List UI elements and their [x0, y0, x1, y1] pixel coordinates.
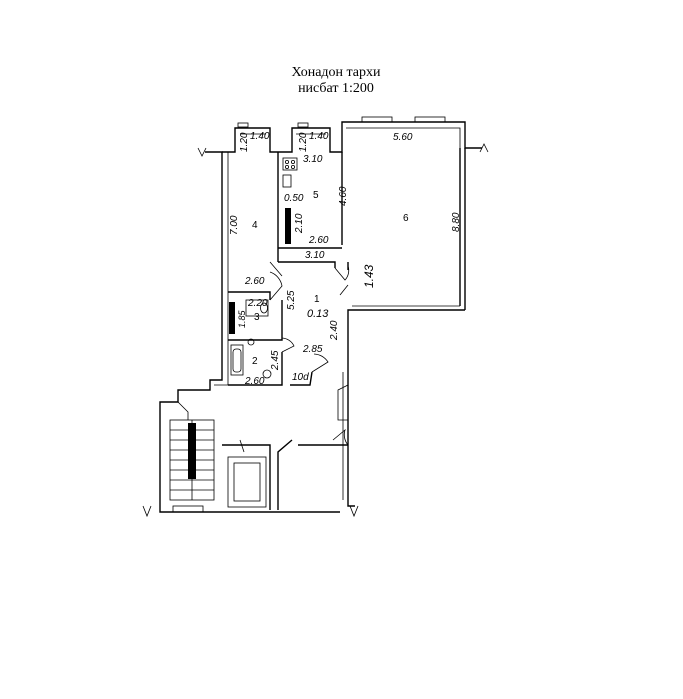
doors	[269, 261, 350, 446]
room-number-1: 1	[314, 294, 320, 305]
dim-label: 3.10	[303, 154, 323, 165]
dim-label: 1.43	[362, 264, 376, 288]
exterior-walls	[142, 116, 489, 518]
fixtures	[169, 157, 298, 501]
dim-label: 2.10	[294, 213, 305, 234]
dim-label: 10d	[292, 372, 309, 383]
dim-label: 7.00	[229, 215, 240, 235]
dim-label: 0.13	[307, 308, 329, 320]
dim-label: 2.45	[270, 350, 281, 371]
room-number-3: 3	[254, 312, 260, 323]
interior-walls	[222, 152, 349, 510]
dim-label: 2.40	[329, 320, 340, 341]
plan-title: Хонадон тархи	[291, 65, 381, 80]
dim-label: 5.60	[393, 132, 413, 143]
room-number-6: 6	[403, 213, 409, 224]
dim-label: 2.60	[244, 276, 265, 287]
dimension-labels: 1.20 1.40 1.20 1.40 5.60 3.10 4.60 8.80 …	[229, 131, 462, 387]
dim-label: 2.60	[308, 235, 329, 246]
dim-label: 1.85	[237, 309, 247, 328]
room-number-5: 5	[313, 190, 319, 201]
plan-scale: нисбат 1:200	[298, 81, 374, 96]
dim-label: 3.10	[305, 250, 325, 261]
room-labels: 1 2 3 4 5 6	[252, 190, 409, 367]
dim-label: 2.60	[244, 376, 265, 387]
room-number-4: 4	[252, 220, 258, 231]
dim-label: 2.85	[302, 344, 323, 355]
dim-label: 4.60	[338, 186, 349, 206]
dim-label: 2.20	[247, 298, 268, 309]
dim-label: 5.25	[286, 290, 297, 310]
dim-label: 0.50	[284, 193, 304, 204]
dim-label: 1.20	[239, 132, 250, 152]
dim-label: 8.80	[451, 212, 462, 232]
dim-label: 1.40	[309, 131, 329, 142]
room-number-2: 2	[252, 356, 258, 367]
dim-label: 1.40	[250, 131, 270, 142]
dim-label: 1.20	[298, 132, 309, 152]
